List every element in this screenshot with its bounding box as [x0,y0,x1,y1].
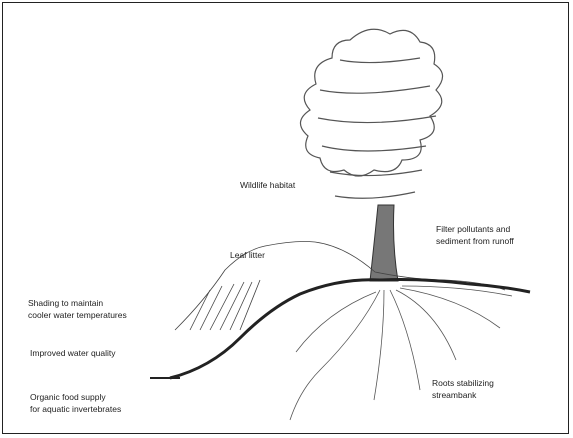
tree-trunk [370,205,398,281]
label-filter-pollutants-1: Filter pollutants and [436,224,510,234]
label-leaf-litter: Leaf litter [230,250,265,260]
label-shading-1: Shading to maintain [28,298,103,308]
tree-roots [290,286,512,420]
label-wildlife-habitat: Wildlife habitat [240,180,295,190]
tree-crown [300,29,442,198]
label-improved-water: Improved water quality [30,348,116,358]
label-roots-1: Roots stabilizing [432,378,494,388]
label-organic-food-1: Organic food supply [30,392,106,402]
label-organic-food-2: for aquatic invertebrates [30,404,121,414]
label-shading-2: cooler water temperatures [28,310,127,320]
label-roots-2: streambank [432,390,476,400]
stream-bank [175,242,505,331]
ground-line [170,280,530,379]
label-filter-pollutants-2: sediment from runoff [436,236,514,246]
